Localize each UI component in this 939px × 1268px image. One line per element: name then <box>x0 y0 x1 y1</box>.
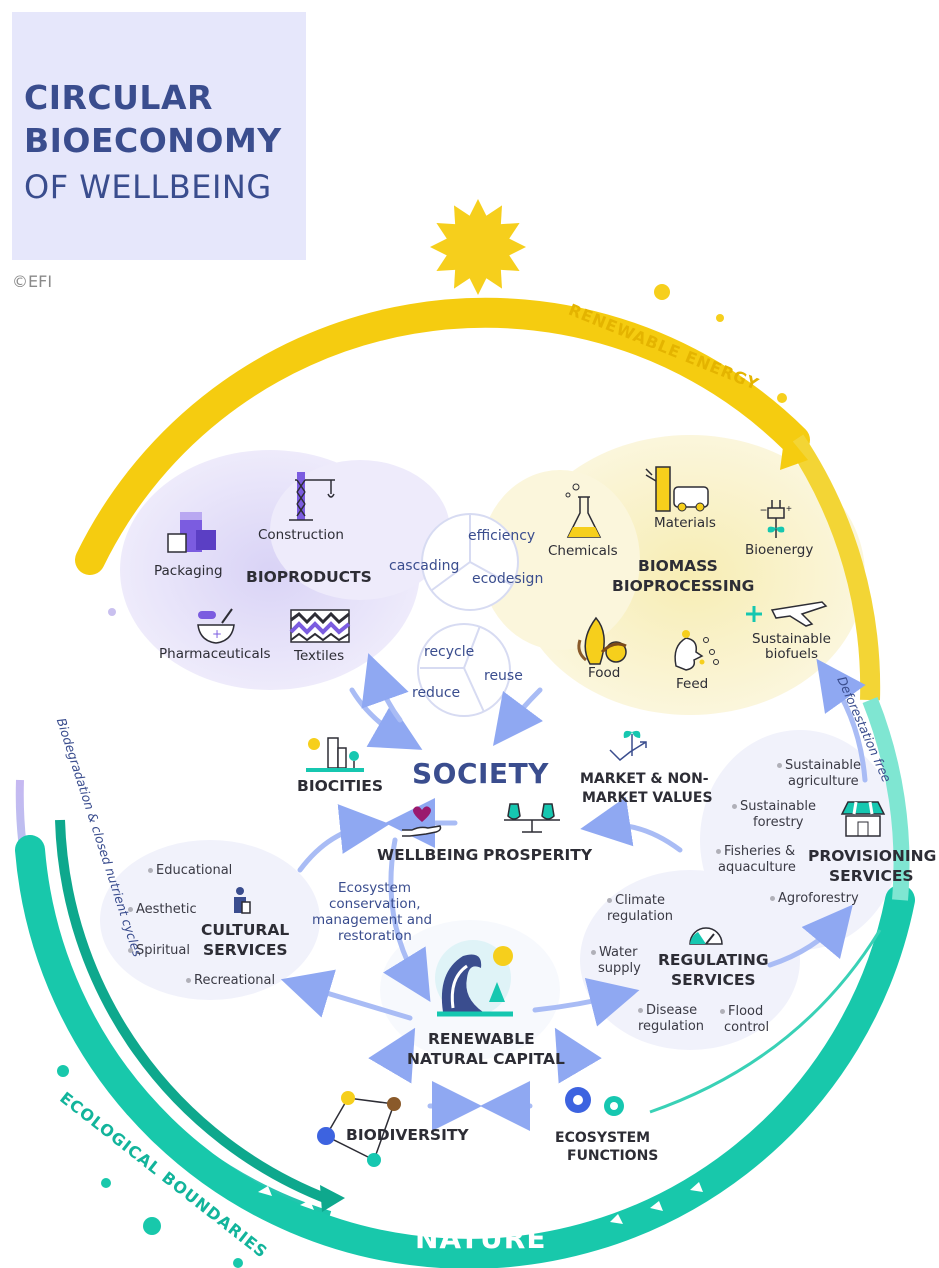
society-heading: SOCIETY <box>412 757 549 790</box>
capital-icon <box>435 940 513 1017</box>
disease-item-1: Disease <box>638 1003 697 1019</box>
biofuels-label-2: biofuels <box>765 646 818 662</box>
bioenergy-icon: − + <box>760 500 792 538</box>
functions-label-1: ECOSYSTEM <box>555 1130 651 1146</box>
prosperity-icon <box>504 803 560 833</box>
bioenergy-label: Bioenergy <box>745 542 814 558</box>
pharmaceuticals-label: Pharmaceuticals <box>159 646 271 662</box>
textiles-icon <box>289 609 351 643</box>
agriculture-item-2: agriculture <box>788 774 859 789</box>
biocities-label: BIOCITIES <box>297 777 383 795</box>
feed-label: Feed <box>676 676 709 692</box>
functions-label-2: FUNCTIONS <box>567 1148 659 1164</box>
recycle-label: recycle <box>424 644 475 660</box>
fisheries-item-2: aquaculture <box>718 860 796 875</box>
wellbeing-label: WELLBEING <box>377 846 479 864</box>
forestry-item-1: Sustainable <box>732 799 816 815</box>
cultural-blob <box>100 840 320 1000</box>
cascading-label: cascading <box>389 558 460 574</box>
decorative-dots <box>57 284 787 1268</box>
flow-arrows <box>280 653 868 1131</box>
market-values-icon <box>609 730 647 762</box>
copyright: ©EFI <box>12 272 53 291</box>
disease-item-2: regulation <box>638 1019 705 1034</box>
biodiversity-icon <box>317 1091 401 1167</box>
biocities-icon <box>306 737 364 772</box>
title-line-3: OF WELLBEING <box>24 168 272 206</box>
capital-label-1: RENEWABLE <box>428 1030 535 1048</box>
outer-ring <box>15 297 915 1268</box>
biofuels-label-1: Sustainable <box>752 631 831 647</box>
water-item-2: supply <box>598 961 641 976</box>
flood-item-2: control <box>724 1020 770 1035</box>
title-line-1: CIRCULAR <box>24 78 213 117</box>
svg-text:−: − <box>760 503 767 517</box>
packaging-label: Packaging <box>154 563 223 579</box>
food-label: Food <box>588 665 621 681</box>
chemicals-label: Chemicals <box>548 543 618 559</box>
regulating-heading-2: SERVICES <box>671 971 756 989</box>
food-icon <box>577 616 627 665</box>
nature-label: NATURE <box>415 1222 547 1255</box>
title-panel <box>12 12 306 260</box>
ecodesign-label: ecodesign <box>472 571 544 587</box>
recycle-circle <box>417 623 511 717</box>
biofuels-icon <box>746 601 828 627</box>
ecosystem-note-4: restoration <box>338 928 412 944</box>
cultural-heading-1: CULTURAL <box>201 921 290 939</box>
biomass-heading-1: BIOMASS <box>638 557 718 575</box>
construction-icon <box>289 472 335 521</box>
climate-item-1: Climate <box>607 893 665 909</box>
pharmaceuticals-icon: + <box>197 608 235 644</box>
fisheries-item-1: Fisheries & <box>716 844 795 860</box>
provisioning-icon <box>840 801 886 837</box>
climate-item-2: regulation <box>607 909 674 924</box>
textiles-label: Textiles <box>294 648 345 664</box>
reuse-label: reuse <box>484 668 523 684</box>
flood-item-1: Flood <box>720 1004 763 1020</box>
provisioning-heading-1: PROVISIONING <box>808 847 937 865</box>
ecosystem-functions-icon <box>565 1087 624 1116</box>
cascade-circle <box>421 513 519 611</box>
sun-icon <box>430 199 526 295</box>
construction-label: Construction <box>258 527 344 543</box>
bioproducts-heading: BIOPRODUCTS <box>246 568 372 586</box>
cultural-icon <box>234 887 251 914</box>
efficiency-label: efficiency <box>468 528 536 544</box>
water-item-1: Water <box>591 945 637 961</box>
materials-label: Materials <box>654 515 716 531</box>
svg-text:+: + <box>786 504 792 515</box>
aesthetic-item: Aesthetic <box>128 902 197 918</box>
feed-icon <box>674 630 719 671</box>
ecosystem-note-3: management and <box>312 912 433 928</box>
ecosystem-note-2: conservation, <box>329 896 421 912</box>
reduce-label: reduce <box>412 685 461 701</box>
chemicals-icon <box>565 483 602 538</box>
ecosystem-note-1: Ecosystem <box>338 880 412 896</box>
svg-text:+: + <box>212 627 222 641</box>
wellbeing-icon <box>402 806 442 837</box>
title-line-2: BIOECONOMY <box>24 121 282 160</box>
cultural-heading-2: SERVICES <box>203 941 288 959</box>
capital-label-2: NATURAL CAPITAL <box>407 1050 565 1068</box>
materials-icon <box>645 466 709 512</box>
market-values-label-2: MARKET VALUES <box>582 790 713 806</box>
educational-item: Educational <box>148 863 232 879</box>
provisioning-heading-2: SERVICES <box>829 867 914 885</box>
agroforestry-item: Agroforestry <box>770 891 859 907</box>
biodiversity-label: BIODIVERSITY <box>346 1126 469 1144</box>
prosperity-label: PROSPERITY <box>483 846 593 864</box>
regulating-heading-1: REGULATING <box>658 951 769 969</box>
regulating-icon <box>689 927 723 945</box>
agriculture-item-1: Sustainable <box>777 758 861 774</box>
biomass-heading-2: BIOPROCESSING <box>612 577 755 595</box>
market-values-label-1: MARKET & NON- <box>580 771 709 787</box>
functions-arrow <box>649 929 882 1114</box>
recreational-item: Recreational <box>186 973 275 989</box>
spiritual-item: Spiritual <box>128 943 190 959</box>
nature-dashes <box>258 1182 703 1224</box>
packaging-icon <box>167 512 216 553</box>
forestry-item-2: forestry <box>753 815 804 830</box>
